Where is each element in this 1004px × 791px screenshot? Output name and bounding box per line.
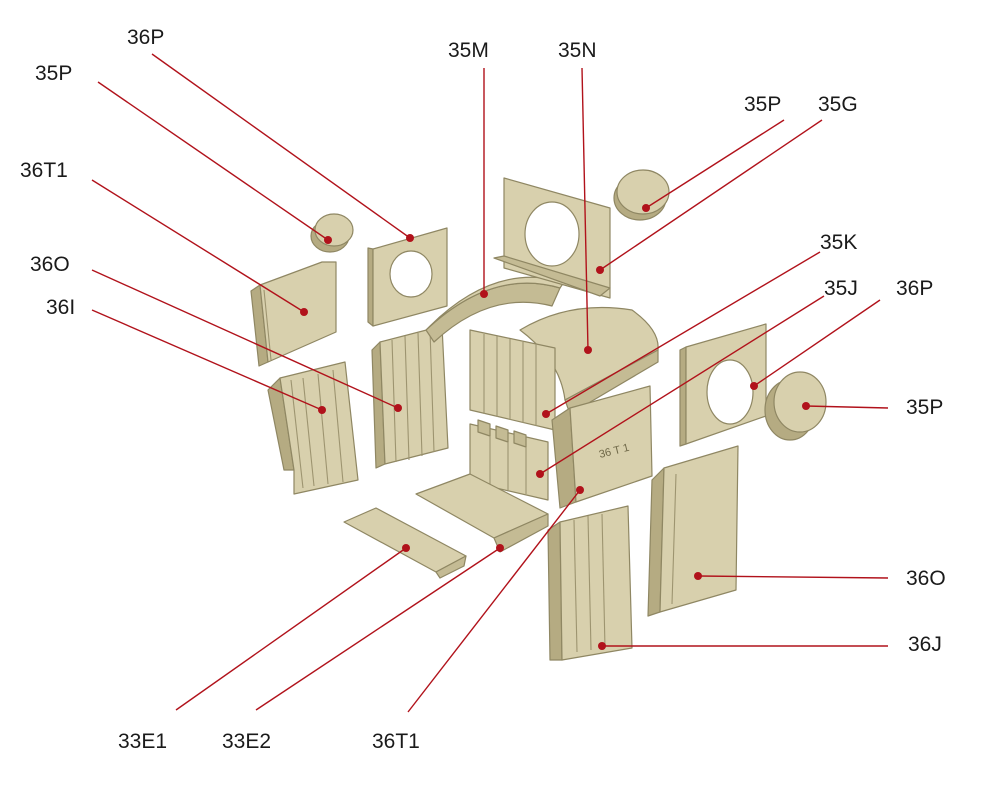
label-35p-top-right: 35P [744, 93, 782, 116]
label-36o-left: 36O [30, 253, 70, 276]
dot-36j [598, 642, 606, 650]
dot-33e1 [402, 544, 410, 552]
arch-35m [425, 276, 565, 343]
dot-36t1-bottom [576, 486, 584, 494]
dot-36i [318, 406, 326, 414]
leader-lines [91, 53, 889, 713]
dot-36o-right [694, 572, 702, 580]
label-36p-right: 36P [896, 277, 934, 300]
dot-35n [584, 346, 592, 354]
label-35j: 35J [824, 277, 858, 300]
label-36t1-left: 36T1 [20, 159, 68, 182]
label-35n: 35N [558, 39, 597, 62]
plate-36p-top [367, 227, 448, 327]
label-33e2: 33E2 [222, 730, 272, 753]
dot-35k [542, 410, 550, 418]
panel-36o-right [647, 445, 739, 617]
dot-36t1-left [300, 308, 308, 316]
wall-35g [493, 177, 611, 299]
disc-35p-right [764, 371, 827, 441]
dot-35g [596, 266, 604, 274]
plate-36p-right [679, 323, 767, 447]
slab-33e1 [343, 507, 467, 579]
panel-36t1-left [250, 261, 337, 367]
label-35p-right: 35P [906, 396, 944, 419]
label-36p-top: 36P [127, 26, 165, 49]
dot-36p-right [750, 382, 758, 390]
label-36t1-bottom: 36T1 [372, 730, 420, 753]
dot-35p-top-left [324, 236, 332, 244]
disc-35p-top-right [613, 169, 670, 221]
label-36o-right: 36O [906, 567, 946, 590]
block-36i [267, 361, 359, 495]
label-36i: 36I [46, 296, 76, 319]
dot-35p-top-right [642, 204, 650, 212]
label-35g: 35G [818, 93, 858, 116]
block-36j [547, 505, 633, 661]
label-33e1: 33E1 [118, 730, 168, 753]
label-35p-top-left: 35P [35, 62, 73, 85]
dot-35p-right [802, 402, 810, 410]
panel-36t1-front: 36 T 1 [551, 385, 653, 509]
label-36j: 36J [908, 633, 942, 656]
dot-33e2 [496, 544, 504, 552]
dot-36o-left [394, 404, 402, 412]
dot-35m [480, 290, 488, 298]
label-35m: 35M [448, 39, 489, 62]
dot-36p-top [406, 234, 414, 242]
dot-35j [536, 470, 544, 478]
block-35j [469, 419, 549, 501]
label-35k: 35K [820, 231, 858, 254]
panel-36o-left [371, 325, 449, 469]
